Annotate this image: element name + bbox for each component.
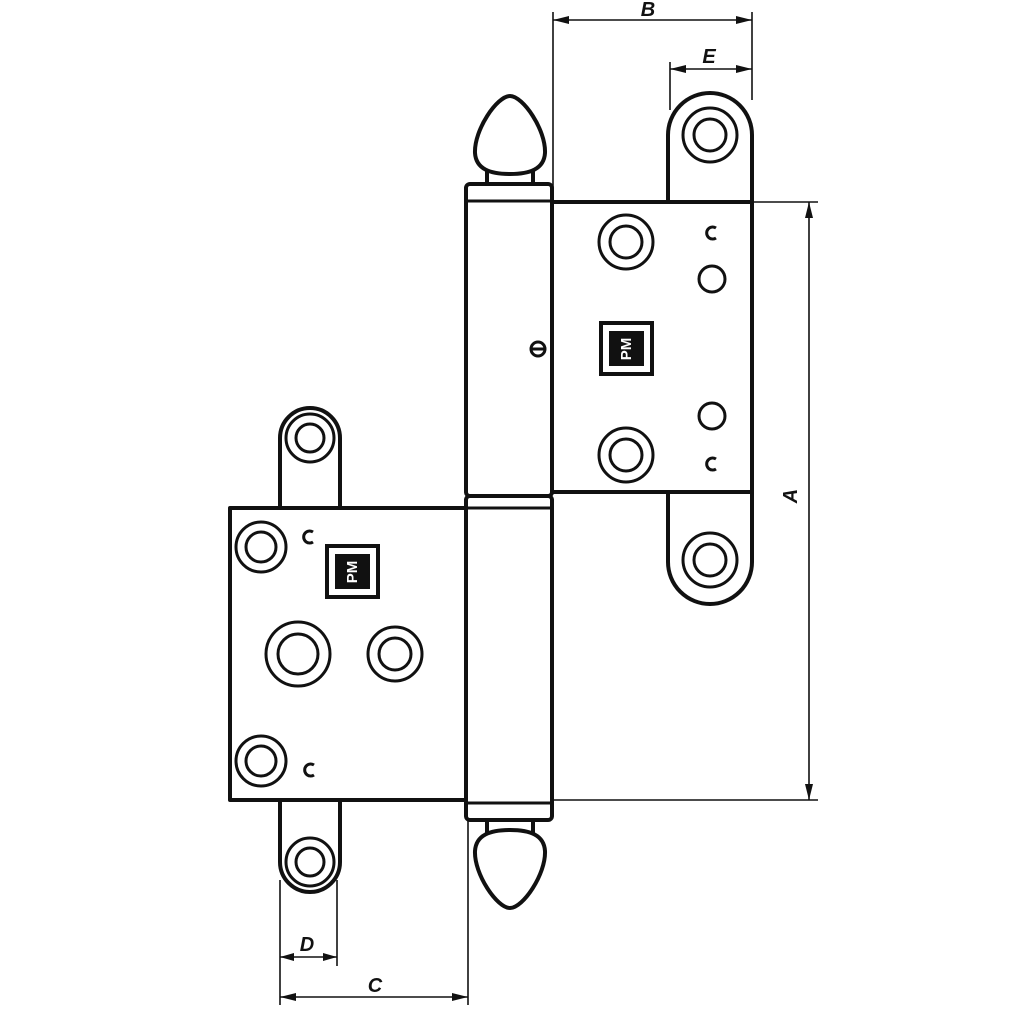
screw-hole [264, 620, 332, 688]
upper-knuckle [464, 182, 554, 498]
dimension-label-d: D [300, 934, 314, 956]
small-hole [697, 401, 727, 431]
logo-mark: PM [325, 544, 380, 599]
screw-hole [284, 836, 336, 888]
logo-mark: PM [599, 321, 654, 376]
dimension-d: D [279, 880, 338, 966]
logo-text: PM [618, 338, 635, 361]
dimension-c: C [279, 820, 469, 1005]
upper-leaf: PM [550, 91, 754, 606]
dimension-label-c: C [368, 975, 383, 997]
dimension-label-a: A [780, 489, 802, 504]
lower-leaf-bottom-tab [278, 798, 342, 894]
lower-knuckle [464, 494, 554, 822]
screw-hole [681, 531, 739, 589]
pin-mark [302, 529, 314, 545]
dimension-e: E [669, 46, 752, 110]
screw-hole [284, 412, 336, 464]
screw-hole [597, 426, 655, 484]
dimension-a: A [552, 201, 818, 801]
pin-mark [705, 225, 717, 241]
lower-leaf-top-tab [278, 406, 342, 510]
bottom-finial [472, 818, 548, 910]
screw-hole [366, 625, 424, 683]
grease-nipple-icon [529, 340, 547, 358]
logo-text: PM [344, 561, 361, 584]
pin-mark [705, 456, 717, 472]
screw-hole [234, 520, 288, 574]
dimension-label-b: B [641, 0, 655, 21]
screw-hole [597, 213, 655, 271]
top-finial [472, 94, 548, 186]
dimension-label-e: E [702, 46, 716, 68]
screw-hole [681, 106, 739, 164]
dimension-b: B [552, 0, 753, 202]
screw-hole [234, 734, 288, 788]
small-hole [697, 264, 727, 294]
hinge-barrel [464, 94, 554, 910]
pin-mark [303, 762, 315, 778]
lower-leaf: PM [228, 406, 470, 894]
